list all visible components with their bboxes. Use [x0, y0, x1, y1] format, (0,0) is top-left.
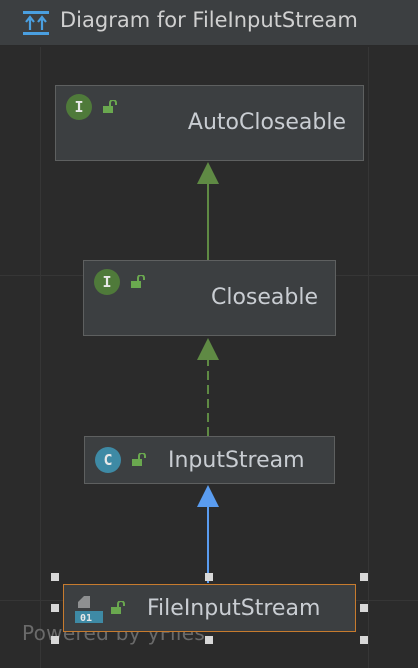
node-closeable[interactable]: I Closeable	[83, 260, 336, 336]
title-bar: Diagram for FileInputStream	[0, 0, 418, 46]
grid-line	[368, 47, 369, 668]
node-label: FileInputStream	[147, 596, 321, 621]
open-lock-icon	[132, 453, 146, 466]
resize-handle[interactable]	[205, 573, 213, 581]
binary-label: 01	[80, 613, 92, 624]
node-autocloseable[interactable]: I AutoCloseable	[55, 85, 364, 161]
node-label: InputStream	[168, 448, 305, 473]
interface-badge-icon: I	[94, 269, 120, 295]
resize-handle[interactable]	[360, 604, 368, 612]
resize-handle[interactable]	[51, 604, 59, 612]
resize-handle[interactable]	[51, 573, 59, 581]
open-lock-icon	[103, 100, 117, 113]
inheritance-arrowhead	[197, 162, 219, 184]
open-lock-icon	[111, 601, 125, 614]
resize-handle[interactable]	[360, 636, 368, 644]
binary-class-icon: 01	[75, 596, 103, 624]
interface-badge-icon: I	[66, 94, 92, 120]
class-badge-icon: C	[95, 447, 121, 473]
node-inputstream[interactable]: C InputStream	[84, 436, 335, 484]
diagram-hierarchy-icon	[23, 11, 49, 35]
node-label: Closeable	[210, 285, 318, 310]
resize-handle[interactable]	[51, 636, 59, 644]
grid-line	[40, 47, 41, 668]
extends-arrowhead	[197, 485, 219, 507]
node-label: AutoCloseable	[187, 110, 346, 135]
resize-handle[interactable]	[360, 573, 368, 581]
window-title: Diagram for FileInputStream	[60, 8, 358, 32]
resize-handle[interactable]	[205, 636, 213, 644]
implements-arrowhead	[197, 338, 219, 360]
open-lock-icon	[131, 275, 145, 288]
node-fileinputstream[interactable]: 01 FileInputStream	[63, 584, 356, 632]
